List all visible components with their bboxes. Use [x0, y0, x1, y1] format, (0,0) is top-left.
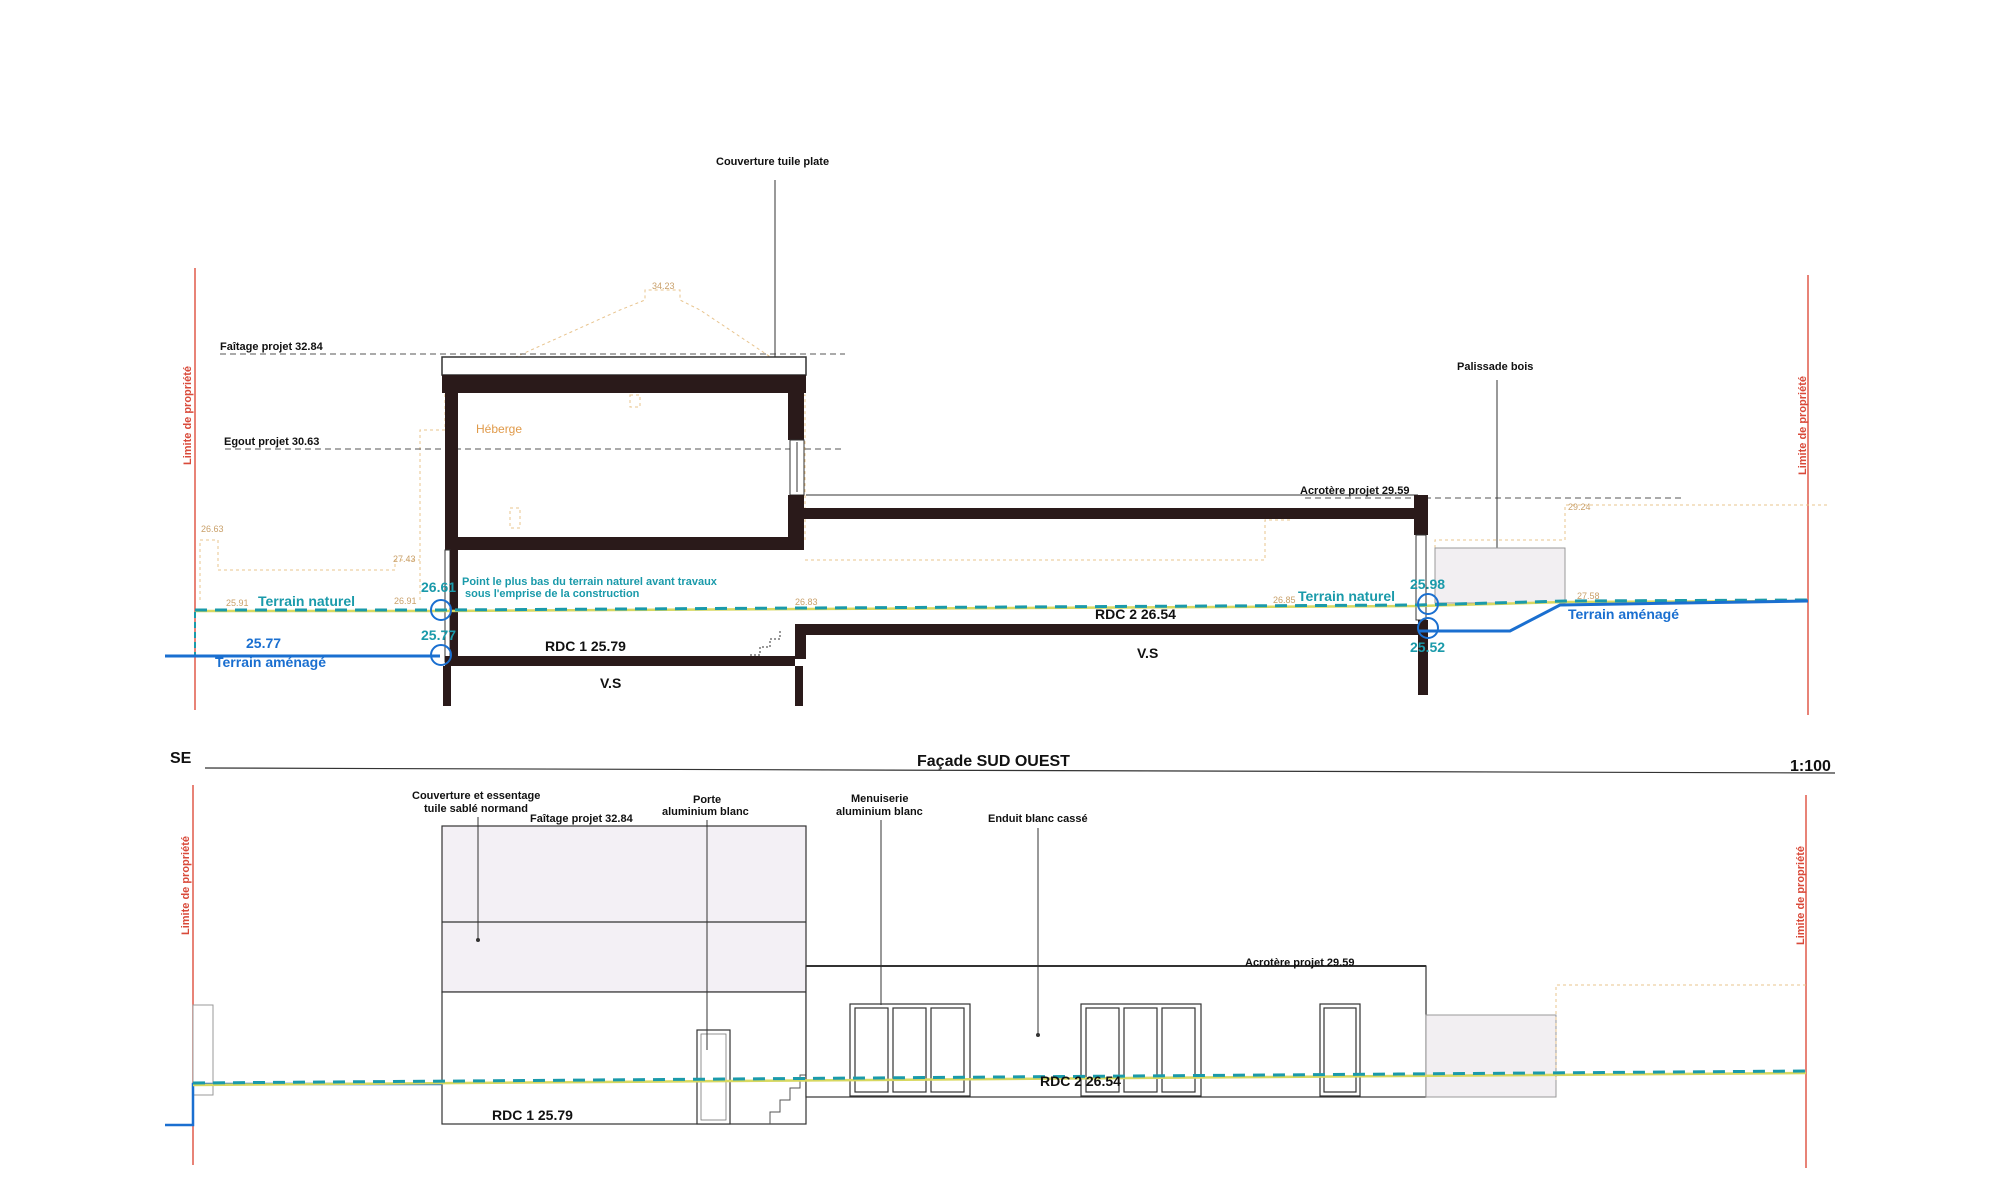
- main-volume-wall: [441, 991, 807, 1125]
- level-reference-lines: [220, 353, 1685, 499]
- lowest-point-note-line2: sous l'emprise de la construction: [465, 588, 640, 600]
- ghost-level-g: 27.58: [1577, 591, 1600, 601]
- palissade-label: Palissade bois: [1457, 361, 1533, 373]
- acrotere-label: Acrotère projet 29.59: [1300, 485, 1409, 497]
- property-limit-label-right: Limite de propriété: [1797, 376, 1809, 475]
- ghost-level-c: 27.43: [393, 554, 416, 564]
- scale-label: 1:100: [1790, 758, 1831, 775]
- ghost-level-f: 26.85: [1273, 595, 1296, 605]
- terrain-amenage-line: [165, 599, 1809, 658]
- facade-rdc1-label: RDC 1 25.79: [492, 1107, 573, 1123]
- porte-label-line2: aluminium blanc: [662, 806, 749, 818]
- level-25-52: 25.52: [1410, 639, 1445, 655]
- terrain-naturel-line: [194, 598, 1809, 656]
- facade-title-bar: SE Façade SUD OUEST 1:100: [170, 750, 1836, 775]
- leader-dot: [476, 938, 480, 942]
- terrain-amenage-label-left: Terrain aménagé: [215, 654, 326, 670]
- facade-view: Limite de propriété Limite de propriété …: [165, 785, 1807, 1168]
- heberge-label: Héberge: [476, 422, 522, 436]
- level-25-77-left: 25.77: [246, 635, 281, 651]
- ghost-level-e: 26.83: [795, 597, 818, 607]
- rdc2-level-label: RDC 2 26.54: [1095, 606, 1176, 622]
- window-right: [1319, 1003, 1361, 1097]
- enduit-dot: [1036, 1033, 1040, 1037]
- main-volume-roof: [441, 825, 807, 993]
- ghost-level-h: 29.24: [1568, 502, 1591, 512]
- facade-property-limit-label-right: Limite de propriété: [1795, 846, 1807, 945]
- facade-property-limit-label-left: Limite de propriété: [180, 836, 192, 935]
- palissade-fence: [1434, 547, 1566, 604]
- vide-sanitaire-label-left: V.S: [600, 675, 621, 691]
- level-markers: [430, 593, 1439, 666]
- bay-window-left: [849, 1003, 971, 1097]
- roof-covering-label: Couverture tuile plate: [716, 156, 829, 168]
- level-26-61: 26.61: [421, 579, 456, 595]
- rdc1-level-label: RDC 1 25.79: [545, 638, 626, 654]
- ghost-level-d: 26.91: [394, 596, 417, 606]
- facade-faitage-label: Faîtage projet 32.84: [530, 813, 634, 825]
- faitage-label: Faîtage projet 32.84: [220, 341, 324, 353]
- facade-terrain-naturel: [192, 1069, 1807, 1087]
- level-25-98: 25.98: [1410, 576, 1445, 592]
- ghost-level-a: 26.63: [201, 524, 224, 534]
- ghost-level-34-23: 34.23: [652, 281, 675, 291]
- menuiserie-label-line2: aluminium blanc: [836, 806, 923, 818]
- menuiserie-label-line1: Menuiserie: [851, 793, 908, 805]
- lowest-point-note-line1: Point le plus bas du terrain naturel ava…: [462, 576, 718, 588]
- ghost-level-b: 25.91: [226, 598, 249, 608]
- title-rule: [204, 767, 1836, 774]
- right-neighbour-ghost: [1555, 984, 1806, 1080]
- egout-label: Egout projet 30.63: [224, 436, 319, 448]
- level-25-77-marker: 25.77: [421, 627, 456, 643]
- left-neighbour-stub: [192, 1004, 214, 1096]
- section-view: Limite de propriété Limite de propriété …: [165, 156, 1830, 715]
- terrain-naturel-label-left: Terrain naturel: [258, 593, 355, 609]
- terrain-naturel-label-right: Terrain naturel: [1298, 588, 1395, 604]
- facade-acrotere-label: Acrotère projet 29.59: [1245, 957, 1354, 969]
- terrain-amenage-label-right: Terrain aménagé: [1568, 606, 1679, 622]
- porte-label-line1: Porte: [693, 794, 721, 806]
- enduit-label: Enduit blanc cassé: [988, 813, 1088, 825]
- facade-roof-label-line1: Couverture et essentage: [412, 790, 540, 802]
- annex-volume-section: [795, 494, 1428, 695]
- entrance-door: [696, 1029, 731, 1125]
- vide-sanitaire-label-right: V.S: [1137, 645, 1158, 661]
- property-limit-label-left: Limite de propriété: [182, 366, 194, 465]
- door-panel: [700, 1033, 727, 1121]
- orientation-label: SE: [170, 750, 192, 767]
- main-volume-section: [441, 356, 807, 706]
- facade-palissade: [1425, 1014, 1557, 1098]
- facade-rdc2-label: RDC 2 26.54: [1040, 1073, 1121, 1089]
- facade-title: Façade SUD OUEST: [917, 753, 1070, 770]
- facade-roof-label-line2: tuile sablé normand: [424, 803, 528, 815]
